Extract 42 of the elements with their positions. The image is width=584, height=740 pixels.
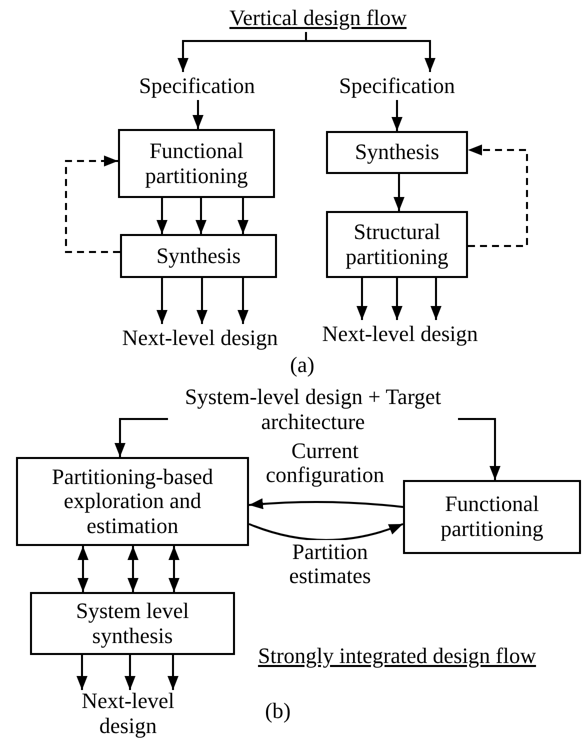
process-box: System level synthesis: [30, 592, 235, 655]
flow-label: Specification: [332, 72, 462, 100]
process-box: Synthesis: [326, 131, 468, 174]
flow-label: Next-level design: [315, 320, 485, 348]
arrow: [238, 278, 248, 324]
arrow: [124, 655, 136, 690]
arrow: [76, 655, 88, 690]
arrow: [168, 655, 178, 690]
flow-title: Vertical design flow: [222, 4, 414, 32]
arrow: [356, 278, 368, 320]
flow-label: Specification: [132, 72, 262, 100]
process-box: Functional partitioning: [403, 480, 581, 554]
dashed-feedback-arrow: [65, 156, 120, 253]
arrow: [248, 498, 404, 510]
arrow: [156, 278, 168, 324]
double-arrow: [78, 546, 88, 592]
arrow: [156, 198, 168, 234]
arrow: [392, 100, 402, 131]
arrow: [238, 198, 248, 234]
double-arrow: [128, 546, 138, 592]
figure-label: (b): [265, 698, 291, 724]
arrow: [305, 32, 436, 72]
figure-label: (a): [290, 352, 314, 378]
arrow: [394, 174, 404, 211]
arrow: [114, 418, 168, 457]
arrow: [192, 100, 204, 129]
arrow: [196, 198, 206, 234]
section-title: Strongly integrated design flow: [258, 643, 536, 668]
process-box: Structural partitioning: [326, 211, 468, 278]
arrow: [458, 418, 500, 480]
arrow: [196, 278, 208, 324]
process-box: Synthesis: [120, 234, 277, 278]
dashed-feedback-arrow: [468, 144, 528, 247]
arrow: [392, 278, 402, 320]
process-box: Functional partitioning: [118, 129, 275, 198]
flow-label: System-level design + Target architecture: [168, 384, 458, 436]
flow-label: Next-level design: [78, 690, 178, 738]
process-box: Partitioning-based exploration and estimation: [16, 457, 249, 546]
flow-label: Next-level design: [115, 324, 285, 352]
double-arrow: [168, 546, 180, 592]
arrow: [430, 278, 442, 320]
arrow: [248, 523, 404, 541]
